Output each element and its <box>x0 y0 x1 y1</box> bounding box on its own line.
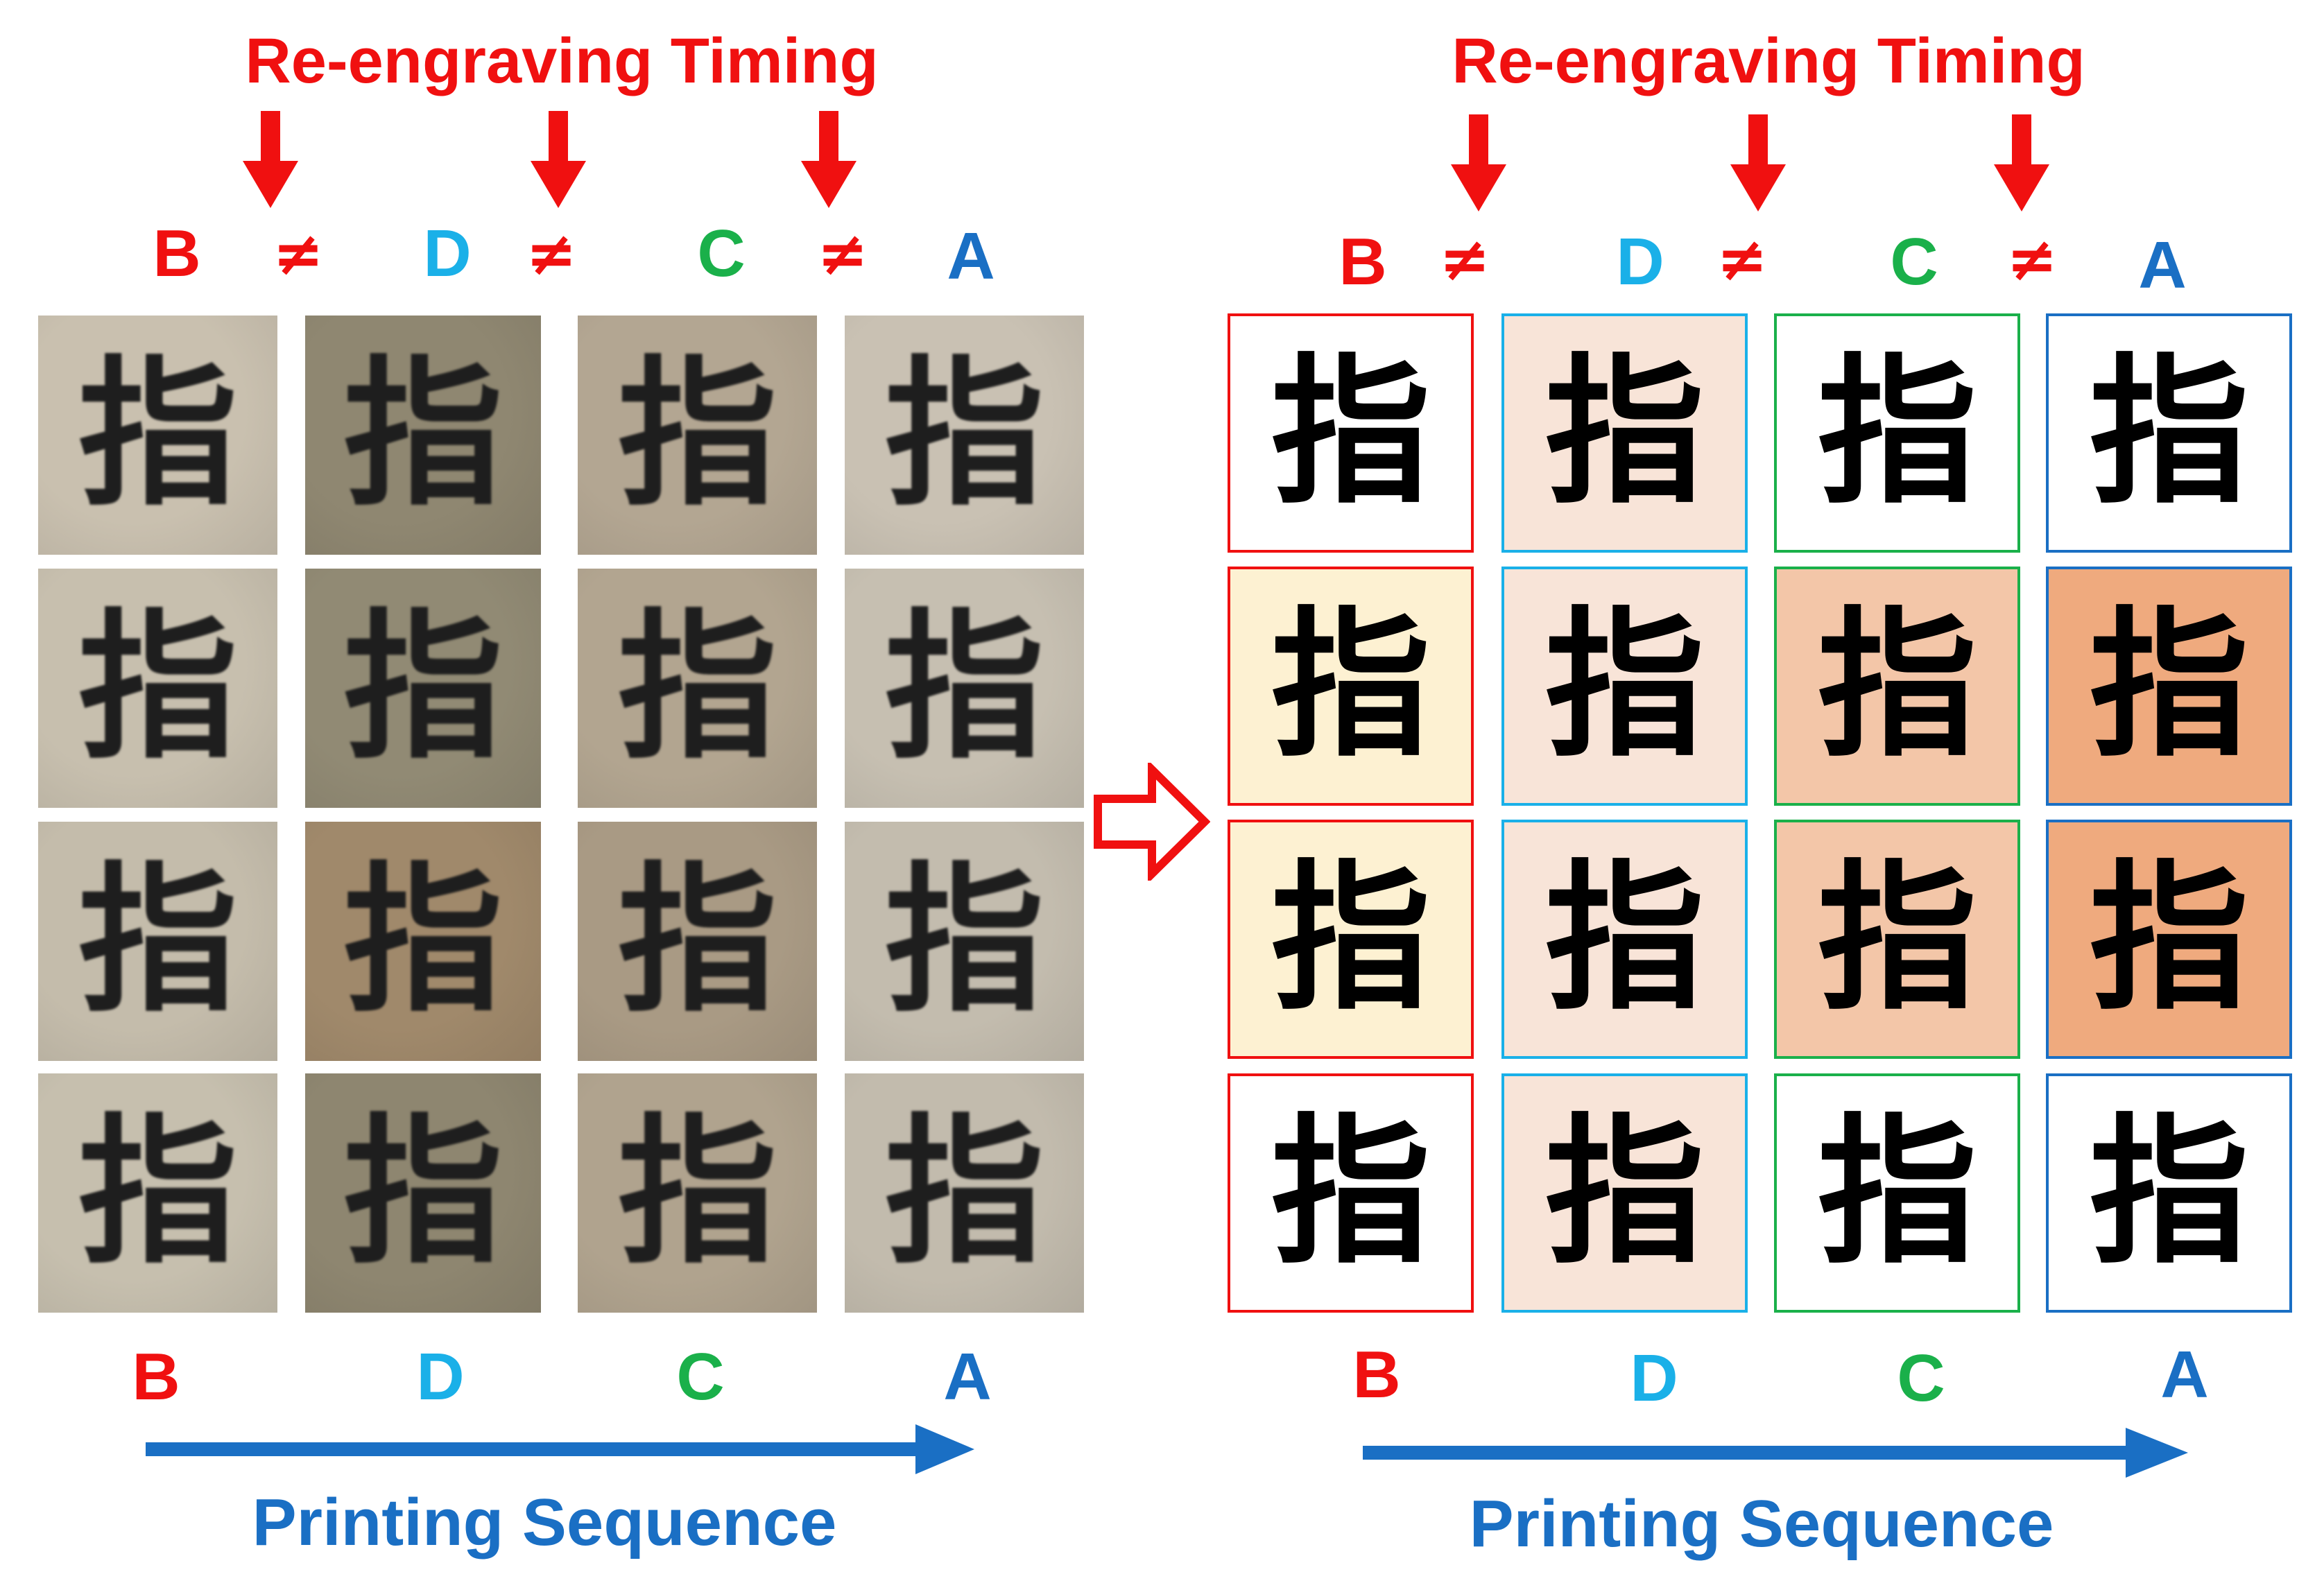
binary-glyph: 指 <box>1271 846 1431 1032</box>
photo-cell: 指 <box>305 1073 541 1313</box>
right-top-letter-b: B <box>1339 225 1387 299</box>
right-sequence-label: Printing Sequence <box>1469 1487 2054 1561</box>
binary-glyph: 指 <box>2089 1100 2249 1286</box>
left-bottom-letter-a: A <box>943 1340 992 1414</box>
photo-cell: 指 <box>305 569 541 808</box>
photo-glyph: 指 <box>884 848 1044 1034</box>
photo-cell: 指 <box>845 569 1084 808</box>
binary-glyph: 指 <box>1817 340 1977 526</box>
binary-cell: 指 <box>1774 820 2020 1059</box>
binary-glyph: 指 <box>2089 340 2249 526</box>
photo-glyph: 指 <box>343 848 503 1034</box>
binary-cell: 指 <box>2046 1073 2292 1313</box>
right-neq-3: ≠ <box>2006 223 2058 295</box>
right-bottom-letter-c: C <box>1897 1341 1945 1415</box>
binary-cell: 指 <box>2046 313 2292 553</box>
binary-cell: 指 <box>1228 567 1474 806</box>
photo-glyph: 指 <box>617 1100 777 1286</box>
left-down-arrow-1 <box>243 111 298 208</box>
photo-glyph: 指 <box>617 595 777 781</box>
left-title: Re-engraving Timing <box>245 26 879 96</box>
binary-glyph: 指 <box>1544 846 1705 1032</box>
binary-glyph: 指 <box>1817 846 1977 1032</box>
binary-cell: 指 <box>2046 820 2292 1059</box>
photo-glyph: 指 <box>78 1100 238 1286</box>
left-neq-3: ≠ <box>817 218 868 289</box>
left-top-letter-a: A <box>947 219 995 293</box>
binary-glyph: 指 <box>1544 340 1705 526</box>
photo-glyph: 指 <box>78 342 238 528</box>
left-bottom-letter-d: D <box>416 1340 465 1414</box>
left-top-letter-d: D <box>423 216 472 291</box>
binary-cell: 指 <box>1774 567 2020 806</box>
photo-glyph: 指 <box>884 342 1044 528</box>
right-down-arrow-1 <box>1451 114 1506 211</box>
binary-cell: 指 <box>1774 1073 2020 1313</box>
right-down-arrow-2 <box>1730 114 1786 211</box>
binary-cell: 指 <box>1501 1073 1748 1313</box>
right-bottom-letter-d: D <box>1630 1341 1678 1415</box>
photo-glyph: 指 <box>343 342 503 528</box>
photo-glyph: 指 <box>78 848 238 1034</box>
left-top-letter-c: C <box>697 216 746 291</box>
photo-cell: 指 <box>38 822 277 1061</box>
photo-cell: 指 <box>845 1073 1084 1313</box>
photo-cell: 指 <box>578 1073 817 1313</box>
left-neq-1: ≠ <box>273 218 324 289</box>
right-neq-1: ≠ <box>1439 223 1490 295</box>
photo-glyph: 指 <box>78 595 238 781</box>
binary-cell: 指 <box>1228 313 1474 553</box>
right-title: Re-engraving Timing <box>1452 26 2085 96</box>
binary-cell: 指 <box>1228 820 1474 1059</box>
photo-glyph: 指 <box>343 595 503 781</box>
photo-cell: 指 <box>38 316 277 555</box>
binary-glyph: 指 <box>1817 1100 1977 1286</box>
right-top-letter-d: D <box>1616 225 1664 299</box>
left-neq-2: ≠ <box>526 218 577 289</box>
right-down-arrow-3 <box>1994 114 2049 211</box>
left-down-arrow-2 <box>531 111 586 208</box>
binary-glyph: 指 <box>1271 1100 1431 1286</box>
right-sequence-arrow <box>1363 1428 2188 1478</box>
transform-arrow-icon <box>1094 763 1210 881</box>
binary-glyph: 指 <box>1817 593 1977 779</box>
left-top-letter-b: B <box>153 216 201 291</box>
binary-cell: 指 <box>1501 567 1748 806</box>
photo-glyph: 指 <box>617 848 777 1034</box>
binary-cell: 指 <box>1228 1073 1474 1313</box>
photo-cell: 指 <box>38 1073 277 1313</box>
left-bottom-letter-b: B <box>132 1340 180 1414</box>
binary-glyph: 指 <box>2089 846 2249 1032</box>
photo-cell: 指 <box>845 822 1084 1061</box>
binary-glyph: 指 <box>1544 593 1705 779</box>
photo-glyph: 指 <box>343 1100 503 1286</box>
photo-cell: 指 <box>578 822 817 1061</box>
left-down-arrow-3 <box>801 111 857 208</box>
photo-cell: 指 <box>38 569 277 808</box>
binary-cell: 指 <box>1774 313 2020 553</box>
photo-cell: 指 <box>305 316 541 555</box>
photo-glyph: 指 <box>617 342 777 528</box>
right-bottom-letter-a: A <box>2160 1338 2209 1412</box>
left-sequence-label: Printing Sequence <box>252 1485 837 1560</box>
binary-cell: 指 <box>2046 567 2292 806</box>
left-sequence-arrow <box>146 1424 974 1474</box>
photo-glyph: 指 <box>884 595 1044 781</box>
binary-glyph: 指 <box>1544 1100 1705 1286</box>
photo-cell: 指 <box>305 822 541 1061</box>
right-neq-2: ≠ <box>1716 223 1768 295</box>
binary-cell: 指 <box>1501 820 1748 1059</box>
right-top-letter-c: C <box>1890 225 1938 299</box>
left-bottom-letter-c: C <box>676 1340 725 1414</box>
photo-glyph: 指 <box>884 1100 1044 1286</box>
right-bottom-letter-b: B <box>1352 1338 1401 1412</box>
right-top-letter-a: A <box>2138 228 2187 302</box>
binary-cell: 指 <box>1501 313 1748 553</box>
binary-glyph: 指 <box>1271 593 1431 779</box>
photo-cell: 指 <box>578 569 817 808</box>
binary-glyph: 指 <box>1271 340 1431 526</box>
photo-cell: 指 <box>578 316 817 555</box>
photo-cell: 指 <box>845 316 1084 555</box>
binary-glyph: 指 <box>2089 593 2249 779</box>
